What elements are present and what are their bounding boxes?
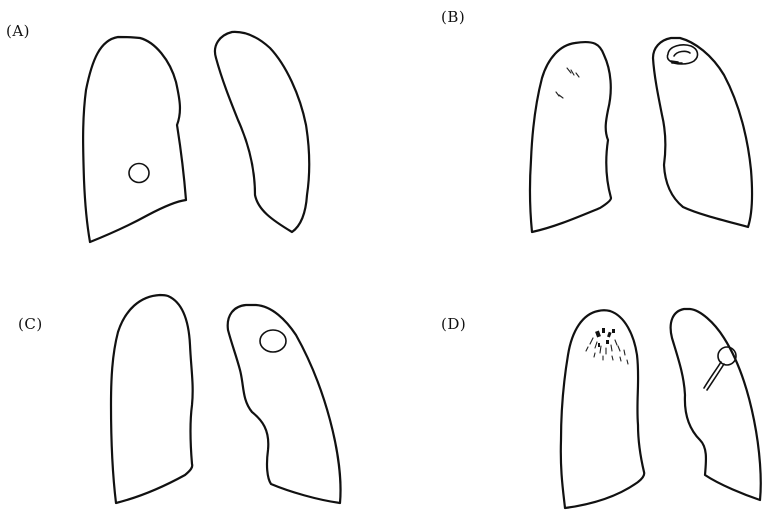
panel-b-left-lung bbox=[653, 38, 752, 227]
panel-b-cavity-inner bbox=[674, 51, 690, 56]
panel-d-infiltrate-marks bbox=[586, 328, 628, 364]
panel-c-nodule bbox=[260, 330, 286, 352]
panel-a-diagram bbox=[83, 32, 309, 242]
panel-c-diagram bbox=[111, 295, 341, 503]
panel-d-drainage-bronchus-2 bbox=[707, 364, 724, 390]
panel-d-right-lung bbox=[561, 310, 644, 508]
panel-d-drainage-bronchus bbox=[704, 362, 721, 388]
panel-b-diagram bbox=[530, 38, 752, 232]
panel-a-nodule bbox=[129, 164, 149, 183]
panel-c-right-lung bbox=[111, 295, 193, 503]
panel-d-diagram bbox=[561, 309, 761, 508]
panel-b-fibrotic-marks bbox=[556, 68, 579, 98]
panel-d-left-lung bbox=[671, 309, 761, 500]
panel-a-left-lung bbox=[215, 32, 309, 232]
panel-a-right-lung bbox=[83, 37, 186, 242]
panel-b-right-lung bbox=[530, 42, 611, 232]
panel-b-cavity-fluid bbox=[671, 61, 682, 63]
